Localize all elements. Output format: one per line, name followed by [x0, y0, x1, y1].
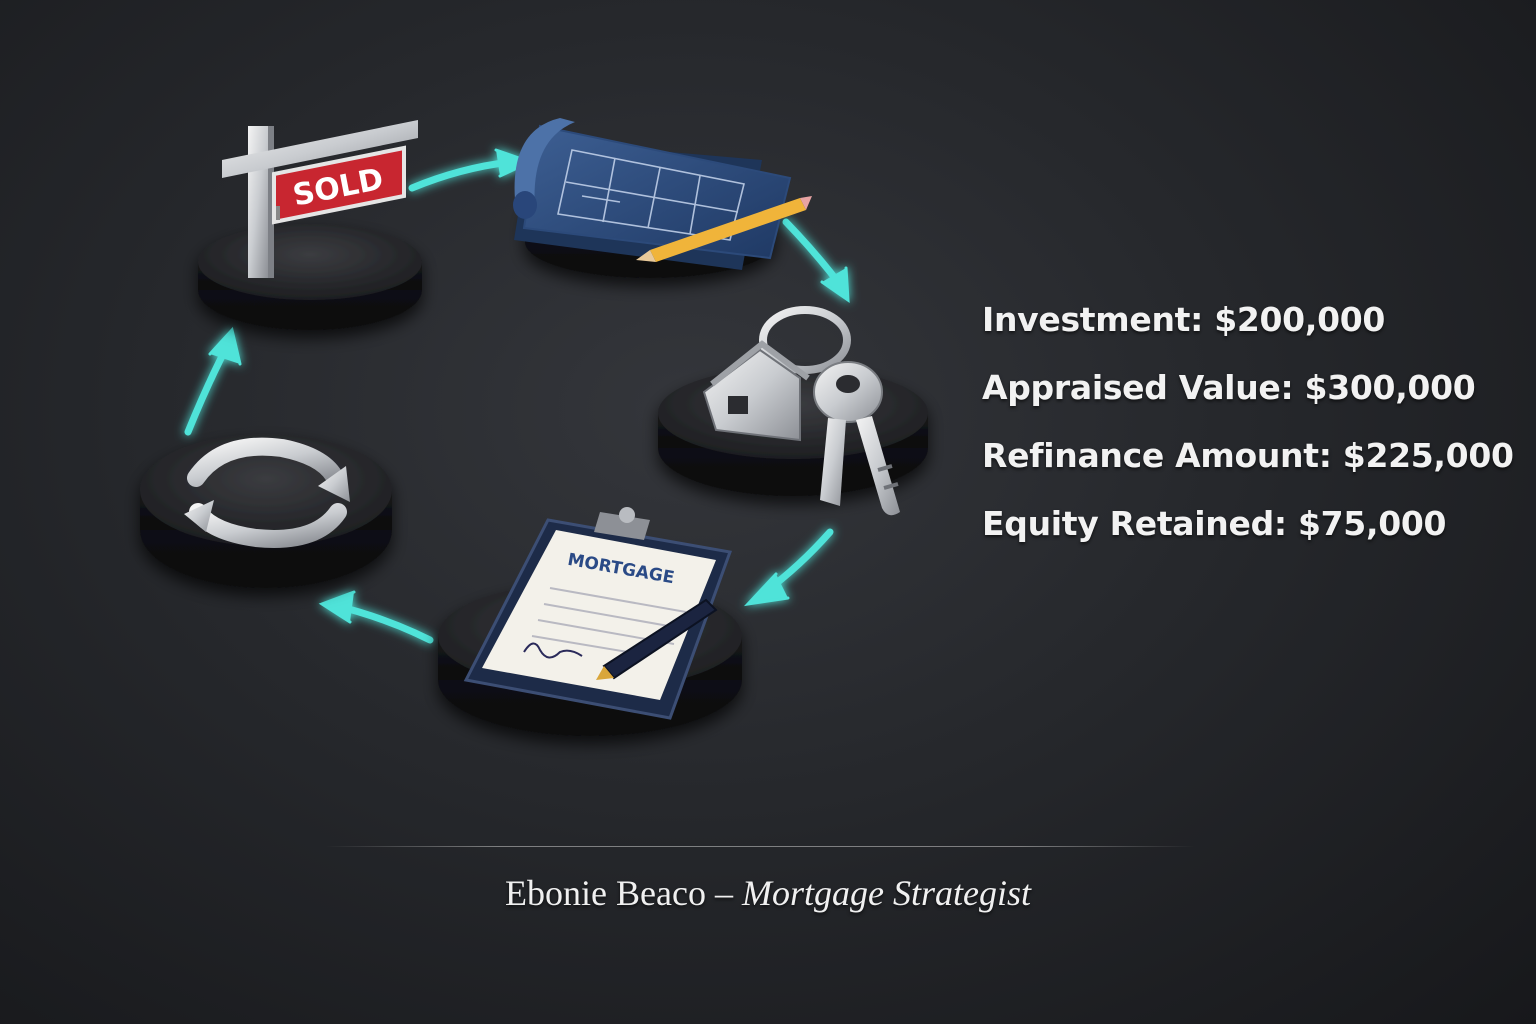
step-sold: SOLD: [198, 120, 422, 330]
arrow-blueprint-to-keys: [782, 218, 850, 303]
pen-icon: [596, 598, 718, 680]
step-blueprint: [513, 118, 812, 278]
author-signature: Ebonie Beaco – Mortgage Strategist: [0, 872, 1536, 914]
cycle-arrows: [184, 148, 850, 644]
refresh-cycle-icon: [184, 437, 350, 548]
metric-equity-retained: Equity Retained: $75,000: [982, 504, 1447, 543]
metric-refinance-amount: Refinance Amount: $225,000: [982, 436, 1514, 475]
blueprint-icon: [513, 118, 812, 270]
separator: –: [714, 873, 733, 913]
metrics-list: Investment: $200,000 Appraised Value: $3…: [982, 300, 1514, 572]
pedestal: [140, 434, 392, 588]
author-role: Mortgage Strategist: [741, 873, 1031, 913]
step-keys: [658, 306, 928, 516]
arrow-repeat-to-sold: [184, 326, 242, 436]
footer-divider: [325, 846, 1195, 847]
pencil-icon: [636, 196, 812, 262]
metric-appraised-value: Appraised Value: $300,000: [982, 368, 1476, 407]
metric-investment: Investment: $200,000: [982, 300, 1386, 339]
step-mortgage: MORTGAGE: [438, 507, 742, 736]
author-name: Ebonie Beaco: [505, 873, 706, 913]
arrow-sold-to-blueprint: [408, 148, 534, 192]
house-keys-icon: [702, 306, 900, 516]
arrow-mortgage-to-repeat: [318, 590, 434, 644]
clipboard-icon: MORTGAGE: [463, 507, 733, 720]
pedestal: [198, 224, 422, 330]
arrow-keys-to-mortgage: [743, 528, 834, 607]
step-repeat: [140, 434, 392, 588]
